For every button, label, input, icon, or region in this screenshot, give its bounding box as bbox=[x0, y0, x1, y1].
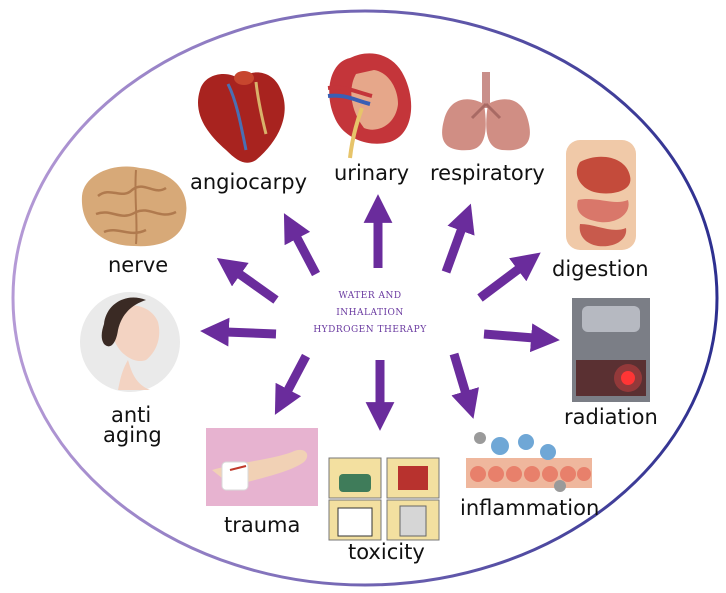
radiation-machine-icon bbox=[572, 298, 650, 402]
label-radiation: radiation bbox=[564, 406, 658, 428]
heart-icon bbox=[198, 71, 285, 163]
center-title: WATER AND INHALATION HYDROGEN THERAPY bbox=[300, 288, 440, 339]
center-line-3: HYDROGEN THERAPY bbox=[300, 322, 440, 339]
label-angiocarpy: angiocarpy bbox=[190, 171, 307, 193]
arrow-digestion bbox=[480, 268, 520, 298]
label-digestion: digestion bbox=[552, 258, 649, 280]
label-nerve: nerve bbox=[108, 254, 168, 276]
digestive-system-icon bbox=[566, 140, 636, 250]
arrow-nerve bbox=[238, 273, 276, 300]
label-aging: aging bbox=[103, 424, 162, 446]
face-icon bbox=[80, 292, 180, 392]
label-trauma: trauma bbox=[224, 514, 300, 536]
center-line-1: WATER AND bbox=[300, 288, 440, 305]
arrow-angiocarpy bbox=[296, 236, 316, 274]
label-inflammation: inflammation bbox=[460, 497, 599, 519]
arrow-trauma bbox=[287, 356, 306, 392]
center-line-2: INHALATION bbox=[300, 305, 440, 322]
arrow-inflammation bbox=[454, 354, 466, 394]
label-urinary: urinary bbox=[334, 162, 409, 184]
arrow-anti-aging bbox=[226, 332, 276, 334]
label-respiratory: respiratory bbox=[430, 162, 545, 184]
toxicity-panels-icon bbox=[329, 458, 439, 540]
arrow-respiratory bbox=[446, 228, 462, 272]
label-toxicity: toxicity bbox=[348, 541, 425, 563]
kidney-icon bbox=[328, 53, 411, 158]
brain-icon bbox=[82, 166, 187, 246]
lungs-icon bbox=[442, 72, 530, 150]
arrow-radiation bbox=[484, 334, 534, 338]
bandaged-arm-icon bbox=[206, 428, 318, 506]
inflammation-cells-icon bbox=[466, 432, 592, 492]
